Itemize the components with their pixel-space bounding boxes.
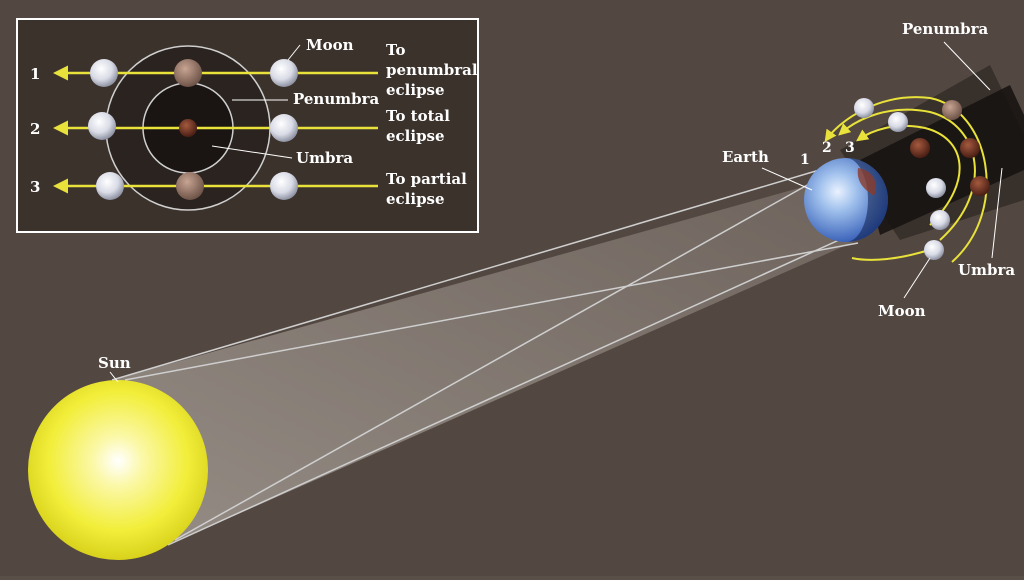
inset-moon-eclipsed (179, 119, 197, 137)
earth-landmass (857, 168, 877, 196)
inset-path-1-line3: eclipse (386, 81, 445, 99)
inset-moon-leader (287, 44, 301, 61)
moon-marker (970, 176, 990, 196)
inset-path-number-2: 2 (30, 120, 40, 138)
earth-leader-line (761, 167, 813, 191)
earth-night-side (846, 158, 888, 242)
sun (28, 380, 208, 560)
earth-label: Earth (722, 148, 769, 166)
inset-moon (270, 59, 298, 87)
penumbra-label: Penumbra (902, 20, 988, 38)
inset-panel: Moon Penumbra Umbra 1 2 3 To penumbral e… (16, 18, 479, 233)
moon-path-1 (824, 96, 988, 263)
inset-path-2-line1: To total (386, 107, 450, 125)
moon-label: Moon (878, 302, 926, 320)
inset-moon (270, 172, 298, 200)
inset-path-1-line1: To (386, 41, 405, 59)
inset-umbra-leader (211, 145, 293, 159)
moon-marker (942, 100, 962, 120)
umbra-shadow (860, 85, 1024, 235)
inset-path-number-1: 1 (30, 65, 40, 83)
inset-path-1-line2: penumbral (386, 61, 478, 79)
moon-marker (910, 138, 930, 158)
moon-paths (824, 96, 988, 263)
inset-path-2-line2: eclipse (386, 127, 445, 145)
umbra-label: Umbra (958, 261, 1015, 279)
moon-marker (924, 240, 944, 260)
moon-path-3 (856, 124, 961, 226)
inset-penumbra-label: Penumbra (293, 90, 379, 108)
moon-marker (960, 138, 980, 158)
inset-path-number-3: 3 (30, 178, 40, 196)
moon-marker (926, 178, 946, 198)
inset-path-3-line2: eclipse (386, 190, 445, 208)
umbra-leader-line (991, 167, 1003, 259)
sun-leader-line (109, 371, 119, 383)
penumbra-leader-line (943, 41, 991, 91)
moon-marker (930, 210, 950, 230)
inset-umbra-label: Umbra (296, 149, 353, 167)
sun-label: Sun (98, 354, 131, 372)
inset-moon (270, 114, 298, 142)
inset-moon (90, 59, 118, 87)
path-number-2: 2 (822, 140, 832, 156)
inset-moon-label: Moon (306, 36, 354, 54)
inset-moon (174, 59, 202, 87)
moon-path-2 (838, 108, 976, 241)
moon-marker (888, 112, 908, 132)
main-moons (854, 98, 990, 260)
shadow-cone-lines (111, 167, 859, 546)
inset-moon (96, 172, 124, 200)
moon-leader-line (903, 257, 931, 299)
path-number-3: 3 (845, 140, 855, 156)
moon-marker (854, 98, 874, 118)
inset-path-3-line1: To partial (386, 170, 467, 188)
sunlight-beam (112, 178, 858, 545)
path-number-1: 1 (800, 152, 810, 168)
inset-moon (176, 172, 204, 200)
inset-moon (88, 112, 116, 140)
